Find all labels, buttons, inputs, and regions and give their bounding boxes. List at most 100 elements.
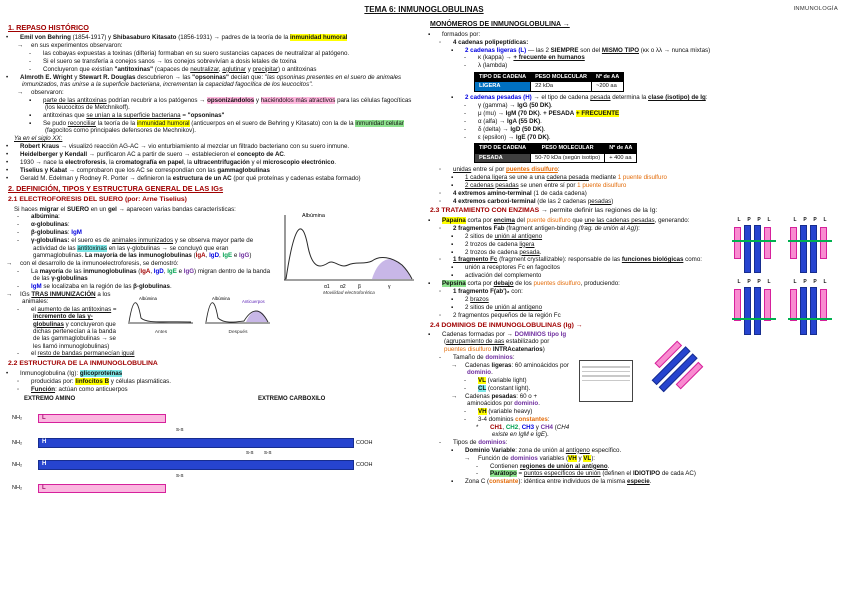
text-run: Dominio Variable [465,446,516,454]
text-run: como: [683,256,702,264]
text-run: Heidelberger y Kendall [20,150,88,158]
doc-line: ◦ 1 fragmento Fc (fragment crystallizabl… [439,256,840,264]
text-run: Si el suero se transfería a conejos sano… [43,57,297,65]
text-run: puentes disulfuro [505,165,558,173]
doc-line: → en sus experimentos observaron: [17,42,418,49]
text-run: Cadenas [465,392,492,400]
doc-line: - el resto de bandas permanecían igual [17,350,418,358]
text-run: VL [583,454,592,462]
bullet: ▪ [29,119,32,127]
doc-line: - ε (epsilon) → IgE (70 DK). [464,134,840,141]
text-run: pesadas [587,197,612,205]
text-run: (fragment crystallizable): responsable d… [497,256,622,264]
bullet: ◦ [439,189,442,197]
doc-line: • Emil von Behring (1854-1917) y Shibasa… [6,34,418,42]
text-run: Parátopo [490,470,517,478]
bullet: → [451,361,458,369]
doc-line: - La mayoría de las inmunoglobulinas (Ig… [17,267,418,283]
text-run: IgM [71,229,82,237]
text-run: . [169,282,172,290]
text-run: albúmina [31,213,59,221]
doc-line: - el aumento de las antitoxinas = increm… [17,306,418,350]
bullet: ▪ [451,248,454,256]
text-run: CH2 [505,423,519,431]
doc-line: ▪ 2 cadenas ligeras (L) — las 2 SIEMPRE … [451,46,840,54]
pepsin-cut-line [732,317,776,321]
text-run: para las células fagocíticas (los leucoc… [45,96,412,112]
text-run: , [150,267,154,275]
text-run: INTRAcatenarios [492,345,543,353]
text-run: "opsoninas" [192,73,229,81]
text-run: : zona de unión al [515,446,566,454]
text-run: decían que: [228,73,265,81]
disulfide-bond-label: S-S [176,472,184,478]
text-run: electroforesis [65,158,106,166]
text-run: 2 cadenas ligeras (L) [465,46,527,54]
text-run: 2.3 TRATAMIENTO CON ENZIMAS [430,207,540,215]
text-run: — las 2 [526,46,551,54]
text-run: IgA (55 DK) [507,118,541,126]
text-run: podrían recubrir a los patógenos → [106,96,208,104]
text-run: IgM (70 DK) [505,110,540,118]
bullet: - [17,229,20,237]
text-run: cadena pesada [546,173,589,181]
text-run: , [502,423,506,431]
bullet: ▪ [451,232,454,240]
disulfide-bond-label: S-S [176,426,184,432]
disulfide-bond-label: S-S [264,449,272,455]
bullet: - [464,102,467,110]
text-run: (1854-1917) y [72,34,113,42]
text-run: IgM [31,282,42,290]
text-run: clase (isotipo) de Ig [648,94,706,102]
doc-line: → Función de dominios variables (VH y VL… [464,454,840,462]
text-run: κ (kappa) → [478,54,514,62]
doc-line: ▪ formados por: [428,31,840,38]
text-run: IgD (50 DK) [510,126,544,134]
text-run: , la [105,158,116,166]
text-run: → aparecen varias bandas características… [116,205,236,213]
text-run: λ (lambda) [478,62,508,70]
text-run: inmunidad humoral [136,119,190,127]
doc-line: ▪ antitoxinas que se unían a la superfic… [29,111,418,119]
text-run: Almroth E. Wright [20,73,75,81]
text-run: estructura de un AC [172,174,232,182]
text-run: DOMINIOS tipo Ig [514,331,567,339]
text-run: resto de bandas permanecían igual [37,350,135,358]
light-chain-bar [790,226,797,259]
text-run: gammaglobulinas [217,166,270,174]
doc-line: • Tiselius y Kabat → comprobaron que los… [6,166,418,174]
text-run: 2 trozos de cadena [465,248,520,256]
text-run: glicoproteínas [79,369,123,377]
text-run: 2 sitios de [465,232,495,240]
bullet: - [464,384,467,392]
after-caption: Después [228,330,248,336]
chain-letter: L [737,278,741,285]
text-run: , [205,251,210,259]
bullet: ▪ [451,173,454,181]
text-run: de las [63,267,84,275]
text-run: se unían a la superficie bacteriana [86,111,181,119]
bullet: ◦ [439,311,442,319]
chain-letter: L [793,216,797,223]
doc-line: ◦ 4 extremos amino-terminal (1 de cada c… [439,189,840,197]
text-run: 2 fragmentos pequeños de la región Fc [453,311,561,319]
text-run: (capaces de [153,65,191,73]
doc-line: - δ (delta) → IgD (50 DK). [464,126,840,134]
text-run: inmunidad humoral [289,34,348,42]
bullet: ◦ [439,38,442,46]
text-run: . [283,150,286,158]
text-run: IgA [195,251,206,259]
bullet: - [464,415,467,423]
beta-label: β [358,284,361,290]
bullet: ◦ [439,256,442,264]
chain-letter: L [823,278,827,285]
text-run: se une a una [507,173,547,181]
text-run: encima [493,216,515,224]
chain-letter: L [823,216,827,223]
text-run: Zona C ( [465,478,490,486]
text-run: migrar [39,205,59,213]
bullet: • [6,174,9,182]
doc-line: - Tamaño de dominios: [439,354,840,361]
text-run: parte de las antitoxinas [43,96,107,104]
